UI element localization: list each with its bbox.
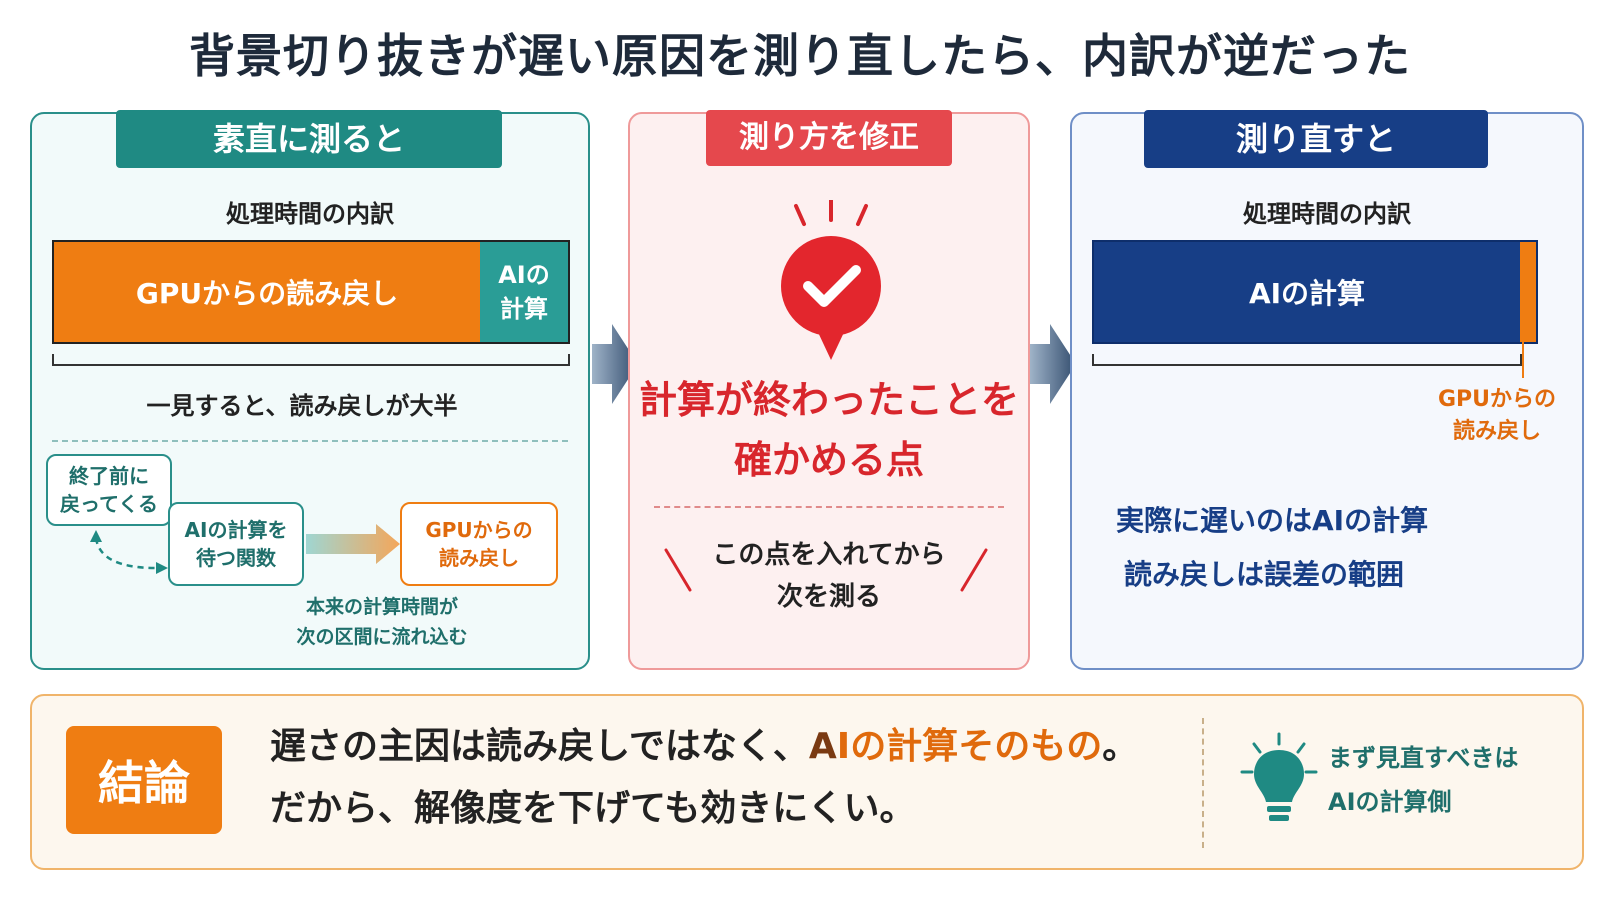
bar-segment-readback xyxy=(1520,242,1536,342)
node-early-line2: 戻ってくる xyxy=(60,492,158,516)
node-early-line1: 終了前に xyxy=(69,464,149,488)
result-line2: 読み戻しは誤差の範囲 xyxy=(1124,558,1405,591)
arrow-right-icon xyxy=(592,324,638,404)
remeasurement-tag: 測り直すと xyxy=(1144,110,1488,168)
arrow-right-icon xyxy=(1030,324,1076,404)
panel-remeasurement: 測り直すと 処理時間の内訳 AIの計算 GPUからの 読み戻し 実際に遅いのはA… xyxy=(1070,110,1584,670)
result-text: 実際に遅いのはAIの計算 読み戻しは誤差の範囲 xyxy=(1116,494,1556,602)
breakdown-caption: 処理時間の内訳 xyxy=(226,200,394,228)
conclusion-line1-a: 遅さの主因は読み戻しではなく、 xyxy=(270,726,809,767)
checkpoint-instruction: この点を入れてから 次を測る xyxy=(630,534,1028,618)
divider xyxy=(1202,718,1204,848)
bracket xyxy=(52,354,570,366)
conclusion-text: 遅さの主因は読み戻しではなく、AIの計算そのもの。 だから、解像度を下げても効き… xyxy=(270,716,1190,840)
loop-arrow-icon xyxy=(90,530,168,574)
conclusion-line1-b: A xyxy=(808,726,837,767)
flow-note-line1: 本来の計算時間が xyxy=(305,596,458,618)
spark-icon xyxy=(960,548,988,592)
bar-segment-ai-compute: AIの計算 xyxy=(1094,242,1520,342)
node-readback: GPUからの 読み戻し xyxy=(400,502,558,586)
tip-line1: まず見直すべきは xyxy=(1328,744,1519,772)
tip-text: まず見直すべきは AIの計算側 xyxy=(1328,736,1568,824)
naive-measurement-tag: 素直に測ると xyxy=(116,110,502,168)
breakdown-bar-corrected: AIの計算 xyxy=(1092,240,1538,344)
leader-line xyxy=(1522,342,1524,378)
conclusion-line2: だから、解像度を下げても効きにくい。 xyxy=(270,788,916,829)
readback-label-line2: 読み戻し xyxy=(1452,419,1541,444)
conclusion-line1-end: 。 xyxy=(1102,726,1139,767)
bar-segment-readback: GPUからの読み戻し xyxy=(54,242,480,342)
node-wait-function: AIの計算を 待つ関数 xyxy=(168,502,304,586)
check-pin-icon xyxy=(781,200,881,360)
result-line1: 実際に遅いのはAIの計算 xyxy=(1116,504,1429,537)
checkpoint-line1: 計算が終わったことを xyxy=(638,378,1019,422)
checkpoint-line2: 確かめる点 xyxy=(733,438,924,482)
bar-ai-label-line2: 計算 xyxy=(499,295,548,323)
instruction-line2: 次を測る xyxy=(776,582,881,612)
bracket xyxy=(1092,354,1522,366)
breakdown-bar-naive: GPUからの読み戻し AIの 計算 xyxy=(52,240,570,344)
divider xyxy=(654,506,1004,508)
conclusion-line1-highlight: Iの計算そのもの xyxy=(836,726,1103,767)
bar-segment-ai-compute: AIの 計算 xyxy=(480,242,568,342)
spark-icon xyxy=(664,548,692,592)
tip-line2: AIの計算側 xyxy=(1328,788,1452,816)
node-wait-line1: AIの計算を xyxy=(184,518,288,542)
lightbulb-icon xyxy=(1240,732,1318,821)
conclusion-line1: 遅さの主因は読み戻しではなく、AIの計算そのもの。 xyxy=(270,716,1190,778)
node-read-line1: GPUからの xyxy=(425,518,533,542)
breakdown-caption: 処理時間の内訳 xyxy=(1243,200,1411,228)
panel-fix-measurement: 測り方を修正 計算が終わったことを 確かめる点 この点を入れてから 次を測る xyxy=(628,110,1030,670)
divider xyxy=(52,440,568,442)
checkpoint-heading: 計算が終わったことを 確かめる点 xyxy=(630,370,1028,490)
panel-naive-measurement: 素直に測ると 処理時間の内訳 GPUからの読み戻し AIの 計算 一見すると、読… xyxy=(30,110,590,670)
conclusion-box: 結論 遅さの主因は読み戻しではなく、AIの計算そのもの。 だから、解像度を下げて… xyxy=(30,694,1584,870)
instruction-line1: この点を入れてから xyxy=(712,540,946,570)
readback-label: GPUからの 読み戻し xyxy=(1412,384,1582,448)
naive-note: 一見すると、読み戻しが大半 xyxy=(146,392,458,420)
flow-note: 本来の計算時間が 次の区間に流れ込む xyxy=(212,592,552,652)
flow-arrow-icon xyxy=(306,524,400,564)
node-wait-line2: 待つ関数 xyxy=(196,546,276,570)
page-title: 背景切り抜きが遅い原因を測り直したら、内訳が逆だった xyxy=(189,29,1411,83)
flow-note-line2: 次の区間に流れ込む xyxy=(296,626,468,648)
readback-label-line1: GPUからの xyxy=(1437,387,1557,412)
node-returns-early: 終了前に 戻ってくる xyxy=(46,454,172,526)
bar-ai-label-line1: AIの xyxy=(498,261,550,289)
conclusion-tag: 結論 xyxy=(66,726,222,834)
node-read-line2: 読み戻し xyxy=(439,546,519,570)
fix-measurement-tag: 測り方を修正 xyxy=(706,110,952,166)
